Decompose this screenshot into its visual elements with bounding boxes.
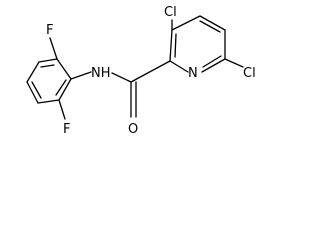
- fluorine-label-top: F: [46, 23, 53, 38]
- bond: [37, 99, 60, 104]
- molecule-structure: F F NH O N Cl Cl: [26, 5, 256, 137]
- c-c-bond: [130, 60, 171, 83]
- nitrogen-label: N: [188, 66, 198, 81]
- bond: [171, 15, 201, 31]
- bond: [169, 60, 189, 73]
- oxygen-label: O: [128, 122, 138, 137]
- chlorine-label-top: Cl: [164, 5, 177, 20]
- c-n-bond: [70, 71, 92, 80]
- c-f-bond: [58, 99, 66, 120]
- n-c-bond: [111, 72, 132, 83]
- bond: [58, 78, 72, 101]
- double-bond-inner: [202, 55, 222, 68]
- bond: [26, 81, 39, 104]
- double-bond-inner: [55, 79, 67, 96]
- bond: [56, 58, 72, 80]
- c-cl-bond: [224, 58, 244, 68]
- double-bond-inner: [174, 33, 177, 58]
- nh-label: NH: [91, 66, 111, 81]
- bond: [26, 61, 40, 83]
- c-f-bond: [49, 37, 58, 60]
- double-bond-inner: [40, 64, 55, 68]
- double-bond-inner: [199, 20, 221, 33]
- difluorophenyl-ring: [26, 58, 72, 104]
- bond: [199, 15, 226, 31]
- double-bond-inner: [31, 81, 42, 99]
- pyridine-ring: [169, 15, 226, 73]
- chlorine-label-right: Cl: [243, 66, 256, 81]
- bond: [38, 58, 58, 63]
- fluorine-label-bottom: F: [63, 122, 70, 137]
- bond: [201, 58, 226, 73]
- bond: [169, 29, 173, 62]
